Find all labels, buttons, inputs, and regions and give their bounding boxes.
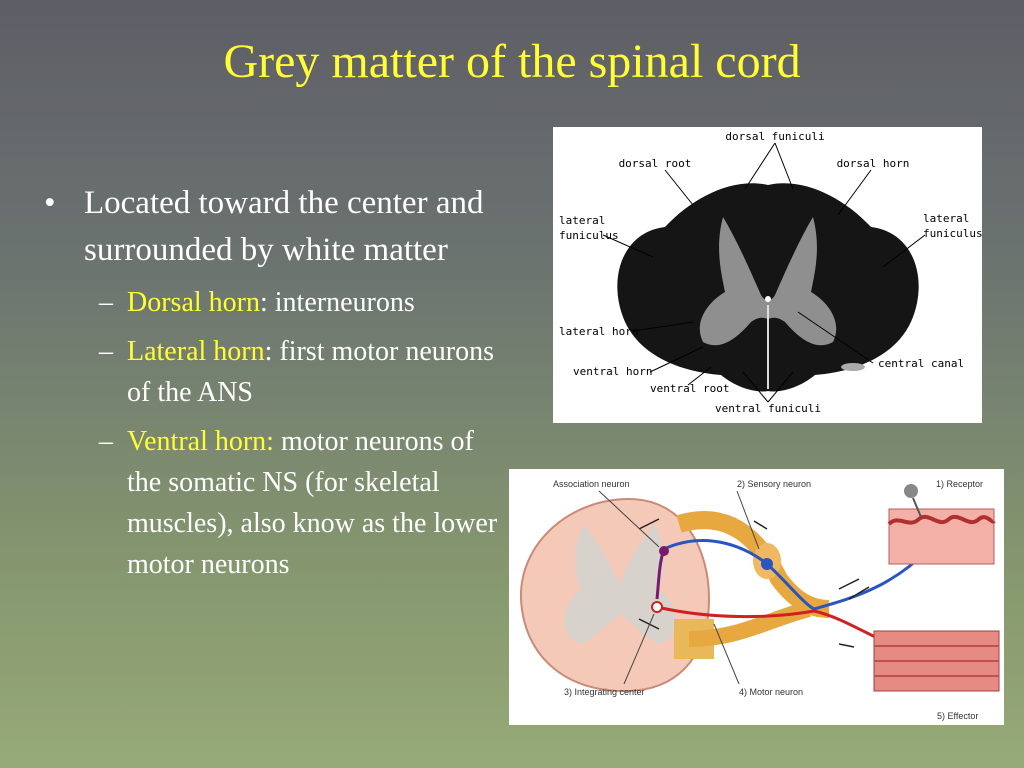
desc-ventral-horn: motor neurons of the somatic NS (for ske… (127, 426, 498, 580)
grey-matter-shape (699, 217, 837, 346)
label-dorsal-root: dorsal root (619, 157, 692, 170)
receptor-pin-shaft (912, 497, 922, 518)
term-ventral-horn: Ventral horn: (127, 426, 274, 457)
term-lateral-horn: Lateral horn (127, 336, 265, 367)
label-integrating-center: 3) Integrating center (564, 687, 645, 697)
sub-bullet-dash: – (99, 287, 113, 318)
sensory-neuron-body (761, 558, 773, 570)
bullet-dot: • (44, 185, 56, 221)
desc-lateral-horn: : first motor neurons of the ANS (127, 336, 495, 408)
sub-bullet-text: Ventral horn: motor neurons of the somat… (127, 421, 504, 585)
label-association-neuron: Association neuron (553, 479, 630, 489)
spinal-cord-section-drawing: dorsal funiculi dorsal root dorsal horn … (553, 127, 983, 423)
sub-bullet-dash: – (99, 426, 113, 457)
sub-bullet-item: – Dorsal horn: interneurons (99, 282, 504, 323)
label-dorsal-funiculi: dorsal funiculi (725, 130, 824, 143)
label-receptor: 1) Receptor (936, 479, 983, 489)
label-ventral-funiculi: ventral funiculi (715, 402, 821, 415)
spinal-cord-section-figure: dorsal funiculi dorsal root dorsal horn … (553, 127, 983, 423)
bullet-item: • Located toward the center and surround… (44, 180, 504, 274)
receptor-skin-edge (887, 515, 996, 526)
sub-bullet-dash: – (99, 336, 113, 367)
slide-title: Grey matter of the spinal cord (223, 35, 801, 88)
desc-dorsal-horn: : interneurons (259, 287, 415, 318)
label-ventral-horn: ventral horn (573, 365, 652, 378)
motor-neuron-body (651, 601, 663, 613)
bullet-text: Located toward the center and surrounded… (84, 185, 484, 268)
direction-arrows (638, 518, 870, 648)
sub-bullet-text: Dorsal horn: interneurons (127, 282, 415, 323)
label-lateral-right-1: lateral (923, 212, 969, 225)
reflex-arc-drawing: Association neuron 2) Sensory neuron 1) … (509, 469, 1004, 725)
muscle-striations (874, 645, 999, 677)
label-motor-neuron: 4) Motor neuron (739, 687, 803, 697)
receptor-pin-icon (904, 484, 918, 498)
label-effector: 5) Effector (937, 711, 978, 721)
label-lateral-horn: lateral horn (559, 325, 638, 338)
reflex-arc-figure: Association neuron 2) Sensory neuron 1) … (509, 469, 1004, 725)
label-sensory-neuron: 2) Sensory neuron (737, 479, 811, 489)
label-lateral-left-2: funiculus (559, 229, 619, 242)
label-ventral-root: ventral root (650, 382, 729, 395)
association-neuron-body (659, 546, 669, 556)
sub-bullet-item: – Lateral horn: first motor neurons of t… (99, 331, 504, 413)
sub-bullet-item: – Ventral horn: motor neurons of the som… (99, 421, 504, 585)
label-lateral-left-1: lateral (559, 214, 605, 227)
ventral-root-blob (841, 363, 865, 371)
label-dorsal-horn: dorsal horn (837, 157, 910, 170)
term-dorsal-horn: Dorsal horn (127, 287, 260, 318)
sub-bullet-list: – Dorsal horn: interneurons – Lateral ho… (99, 282, 504, 585)
slide-body: • Located toward the center and surround… (44, 180, 504, 593)
white-matter-shape (617, 183, 919, 392)
sub-bullet-text: Lateral horn: first motor neurons of the… (127, 331, 504, 413)
central-canal-dot (765, 296, 771, 302)
label-lateral-right-2: funiculus (923, 227, 982, 240)
figure2-leaders (598, 490, 760, 685)
label-pointer-lines (602, 142, 926, 403)
sensory-neuron-path (663, 539, 931, 611)
cord-grey-matter (564, 524, 676, 644)
label-central-canal: central canal (878, 357, 964, 370)
receptor-skin (888, 508, 995, 565)
